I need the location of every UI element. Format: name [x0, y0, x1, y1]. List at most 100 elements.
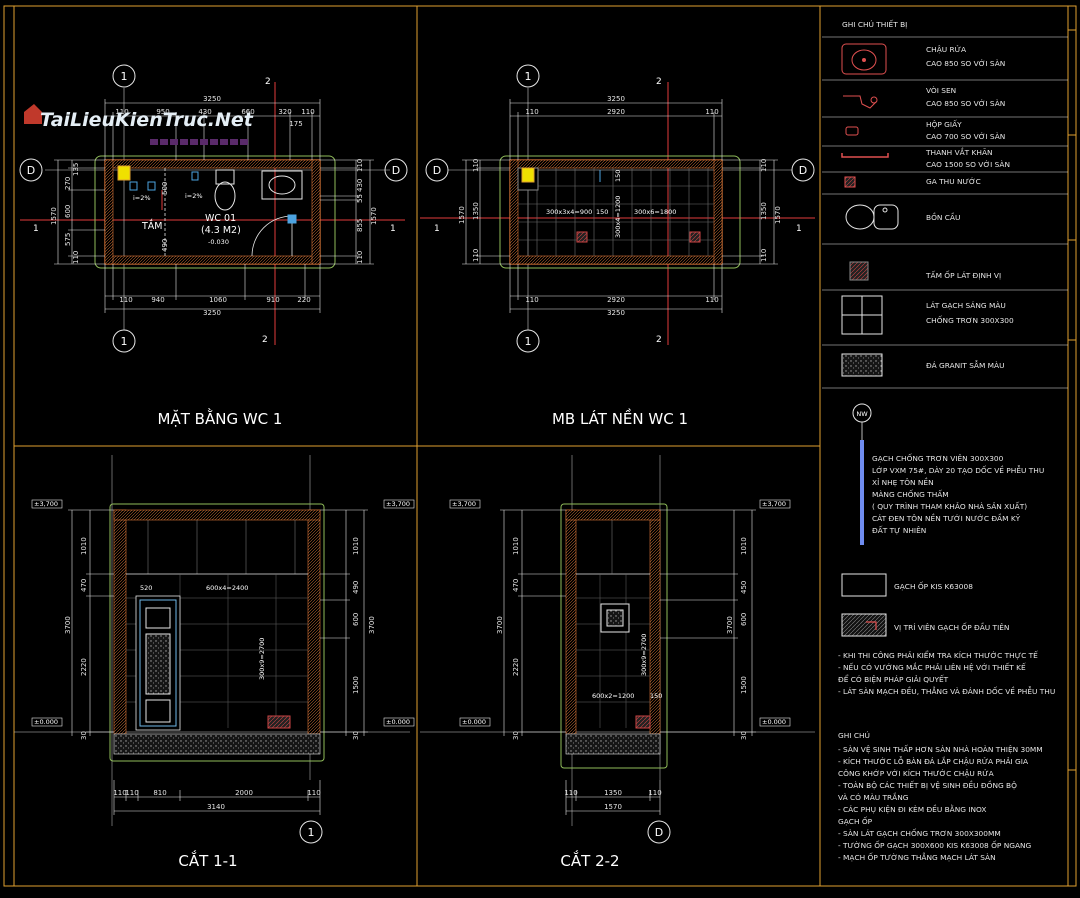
floor-dim-left-3: 110	[472, 249, 480, 262]
floor-dim-top-2: 2920	[607, 108, 625, 116]
note2-3: CÔNG KHỚP VỚI KÍCH THƯỚC CHẬU RỬA	[838, 769, 994, 778]
s1-dim-left-2: 470	[80, 579, 88, 592]
plan-room-area: (4.3 M2)	[201, 225, 241, 236]
floor-tile-c: 300x6=1800	[634, 208, 676, 216]
s2-axis-d: D	[655, 826, 663, 839]
plan-slope-2: i=2%	[185, 192, 203, 200]
nw-marker-label: NW	[856, 410, 868, 418]
s2-dim-bot-1: 110	[564, 789, 577, 797]
plan-dim-left-4: 575	[64, 233, 72, 246]
floor-tile-a: 300x3x4=900	[546, 208, 592, 216]
floor-view: 1 1 D D 2 2 1 1 300x3x4=900 150 300x6=18	[420, 64, 815, 428]
floor-axis-d-left: D	[433, 164, 441, 177]
note2-1: - SÀN VỆ SINH THẤP HƠN SÀN NHÀ HOÀN THIỆ…	[838, 744, 1043, 754]
plan-axis-d-left: D	[27, 164, 35, 177]
s2-tile-v: 300x9=2700	[640, 634, 648, 676]
s1-dim-right-2: 490	[352, 581, 360, 594]
floor-tile-d: 300x4=1200	[614, 196, 622, 238]
floor-axis-1-top: 1	[525, 70, 532, 83]
layer-3: XỈ NHẸ TÔN NỀN	[872, 477, 934, 487]
s1-tile-v: 300x9=2700	[258, 638, 266, 680]
note2-2: - KÍCH THƯỚC LỖ BÀN ĐÁ LẮP CHẬU RỬA PHẢI…	[838, 756, 1028, 766]
plan-dim-top-5: 320	[278, 108, 291, 116]
s2-dim-right-1: 1010	[740, 537, 748, 555]
legend-item-2-l2: CAO 850 SO VỚI SÀN	[926, 99, 1005, 108]
legend-item-6-l1: BỒN CẦU	[926, 212, 960, 222]
legend-first-tile: VỊ TRÍ VIÊN GẠCH ỐP ĐẦU TIÊN	[894, 622, 1009, 632]
note2-6: - CÁC PHỤ KIỆN ĐI KÈM ĐỀU BẰNG INOX	[838, 804, 986, 814]
s1-axis-1: 1	[308, 826, 315, 839]
floor-dim-top-3: 110	[705, 108, 718, 116]
s1-tile-h: 600x4=2400	[206, 584, 248, 592]
legend-item-1-l2: CAO 850 SO VỚI SÀN	[926, 59, 1005, 68]
plan-dim-bot-4: 910	[266, 296, 279, 304]
s1-dim-left-3: 2220	[80, 658, 88, 676]
toilet-icon	[845, 204, 899, 230]
s1-dim-right-5: 30	[352, 731, 360, 740]
legend-item-5-l1: GA THU NƯỚC	[926, 177, 981, 186]
s2-dim-bot-2: 1350	[604, 789, 622, 797]
legend-item-2-l1: VÒI SEN	[926, 86, 956, 95]
plan-dim-left-2: 135	[72, 163, 80, 176]
s2-dim-left-4: 30	[512, 731, 520, 740]
s1-level-top-left: ±3,700	[34, 500, 58, 508]
s2-dim-right-3: 600	[740, 613, 748, 626]
s2-tile-h: 600x2=1200	[592, 692, 634, 700]
plan-dim-top-total: 3250	[203, 95, 221, 103]
plan-dim-top-2: 950	[156, 108, 169, 116]
s2-dim-bot-3: 110	[648, 789, 661, 797]
legend-item-1-l1: CHẬU RỬA	[926, 45, 966, 54]
note2-5: VÀ CÓ MÀU TRẮNG	[838, 792, 909, 802]
plan-dim-left-3: 600	[64, 205, 72, 218]
floor-cut-1-right: 1	[796, 224, 802, 234]
legend-item-4-l1: THANH VẮT KHĂN	[925, 147, 993, 157]
floor-dim-left-1: 110	[472, 159, 480, 172]
s1-dim-bot-2: 110	[125, 789, 138, 797]
watermark-text: TaiLieuKienTruc.Net	[40, 109, 254, 131]
legend-item-3-l2: CAO 700 SO VỚI SÀN	[926, 132, 1005, 141]
floor-dim-top-1: 110	[525, 108, 538, 116]
plan-dim-right-2: 430	[356, 179, 364, 192]
plan-dim-bot-2: 940	[151, 296, 164, 304]
plan-dim-bot-total: 3250	[203, 309, 221, 317]
plan-room-level: -0.030	[208, 238, 229, 246]
note1-3: ĐỂ CÓ BIỆN PHÁP GIẢI QUYẾT	[838, 674, 949, 684]
floor-dim-right-total: 1570	[774, 206, 782, 224]
layer-7: ĐẤT TỰ NHIÊN	[872, 525, 926, 535]
s1-dim-bot-1: 110	[113, 789, 126, 797]
plan-cut-1-right: 1	[390, 224, 396, 234]
wall-tile-icon	[841, 573, 887, 597]
shower-icon	[843, 95, 878, 109]
plan-cut-2-bottom: 2	[262, 335, 268, 345]
note2-8: - SÀN LÁT GẠCH CHỐNG TRƠN 300X300MM	[838, 828, 1001, 838]
s2-dim-left-1: 1010	[512, 537, 520, 555]
plan-dim-top-1: 110	[115, 108, 128, 116]
plan-dim-right-total: 1570	[370, 207, 378, 225]
plan-dim-490: 490	[161, 239, 169, 252]
s1-level-zero-left: ±0.000	[34, 718, 58, 726]
sink-icon	[841, 43, 887, 75]
s2-level-top-left: ±3,700	[452, 500, 476, 508]
note2-4: - TOÀN BỘ CÁC THIẾT BỊ VỆ SINH ĐỀU ĐỒNG …	[838, 780, 1017, 790]
plan-dim-175: 175	[289, 120, 302, 128]
plan-dim-left-5: 110	[72, 251, 80, 264]
legend-item-9-l1: ĐÁ GRANIT SẪM MÀU	[926, 360, 1005, 370]
s2-dim-left-3: 2220	[512, 658, 520, 676]
legend-item-8-l2: CHỐNG TRƠN 300X300	[926, 315, 1014, 325]
s1-level-top-right: ±3,700	[386, 500, 410, 508]
s1-dim-right-1: 1010	[352, 537, 360, 555]
s2-dim-left-2: 470	[512, 579, 520, 592]
floor-dim-bot-2: 2920	[607, 296, 625, 304]
plan-room-name: WC 01	[205, 213, 236, 224]
s2-level-top-right: ±3,700	[762, 500, 786, 508]
floor-cut-1-left: 1	[434, 224, 440, 234]
floor-dim-bot-1: 110	[525, 296, 538, 304]
legend-tile-item: GẠCH ỐP KIS K63008	[894, 581, 973, 591]
floor-cut-2-top: 2	[656, 77, 662, 87]
plan-title: MẶT BẰNG WC 1	[158, 407, 283, 428]
plan-axis-1-top: 1	[121, 70, 128, 83]
section-2-view: 300x9=2700 600x2=1200 150 ±3,700 ±0.000 …	[420, 455, 815, 870]
s1-dim-right-4: 1500	[352, 676, 360, 694]
first-tile-icon	[841, 613, 887, 637]
floor-drain-icon	[844, 176, 856, 188]
